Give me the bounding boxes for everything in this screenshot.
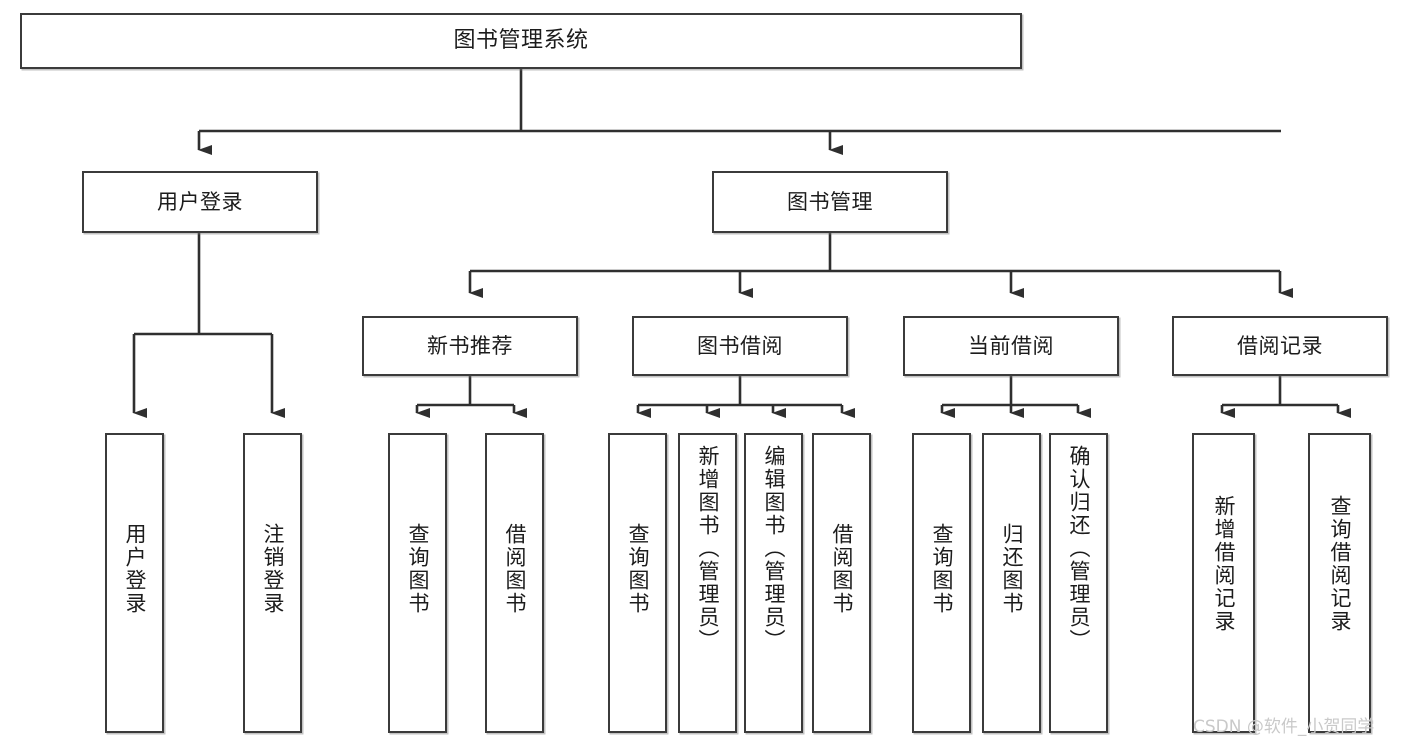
node-leaf-logout-label: 注销登录 [261,523,285,615]
node-borrow-record[interactable]: 借阅记录 [1172,316,1388,376]
node-leaf-borrow-book-2[interactable]: 借阅图书 [812,433,871,733]
node-leaf-query-book-2-label: 查询图书 [626,523,650,615]
node-leaf-confirm-return-label: 确认归还（管理员） [1067,445,1091,652]
node-leaf-logout[interactable]: 注销登录 [243,433,302,733]
node-current-borrow-label: 当前借阅 [968,333,1054,358]
node-leaf-user-login[interactable]: 用户登录 [105,433,164,733]
node-user-login-label: 用户登录 [157,189,243,214]
node-leaf-query-book-2[interactable]: 查询图书 [608,433,667,733]
node-book-borrow-label: 图书借阅 [697,333,783,358]
node-leaf-add-book[interactable]: 新增图书（管理员） [678,433,737,733]
node-leaf-query-book-1[interactable]: 查询图书 [388,433,447,733]
node-leaf-user-login-label: 用户登录 [123,523,147,615]
node-leaf-confirm-return[interactable]: 确认归还（管理员） [1049,433,1108,733]
node-leaf-query-book-3[interactable]: 查询图书 [912,433,971,733]
node-book-manage[interactable]: 图书管理 [712,171,948,233]
node-leaf-edit-book-label: 编辑图书（管理员） [762,445,786,652]
node-leaf-query-record[interactable]: 查询借阅记录 [1308,433,1371,733]
node-user-login[interactable]: 用户登录 [82,171,318,233]
node-book-manage-label: 图书管理 [787,189,873,214]
node-root[interactable]: 图书管理系统 [20,13,1022,69]
node-root-label: 图书管理系统 [453,28,589,54]
node-leaf-borrow-book-2-label: 借阅图书 [830,523,854,615]
node-current-borrow[interactable]: 当前借阅 [903,316,1119,376]
node-leaf-query-book-1-label: 查询图书 [406,523,430,615]
node-new-book-recommend[interactable]: 新书推荐 [362,316,578,376]
node-leaf-query-book-3-label: 查询图书 [930,523,954,615]
node-book-borrow[interactable]: 图书借阅 [632,316,848,376]
node-borrow-record-label: 借阅记录 [1237,333,1323,358]
node-leaf-add-record-label: 新增借阅记录 [1212,495,1236,633]
node-leaf-add-record[interactable]: 新增借阅记录 [1192,433,1255,733]
node-leaf-query-record-label: 查询借阅记录 [1328,495,1352,633]
node-leaf-borrow-book-1-label: 借阅图书 [503,523,527,615]
node-leaf-return-book-label: 归还图书 [1000,523,1024,615]
watermark: CSDN @软件_小贺同学 [1193,717,1375,737]
node-leaf-add-book-label: 新增图书（管理员） [696,445,720,652]
node-leaf-borrow-book-1[interactable]: 借阅图书 [485,433,544,733]
node-leaf-edit-book[interactable]: 编辑图书（管理员） [744,433,803,733]
node-new-book-recommend-label: 新书推荐 [427,333,513,358]
node-leaf-return-book[interactable]: 归还图书 [982,433,1041,733]
